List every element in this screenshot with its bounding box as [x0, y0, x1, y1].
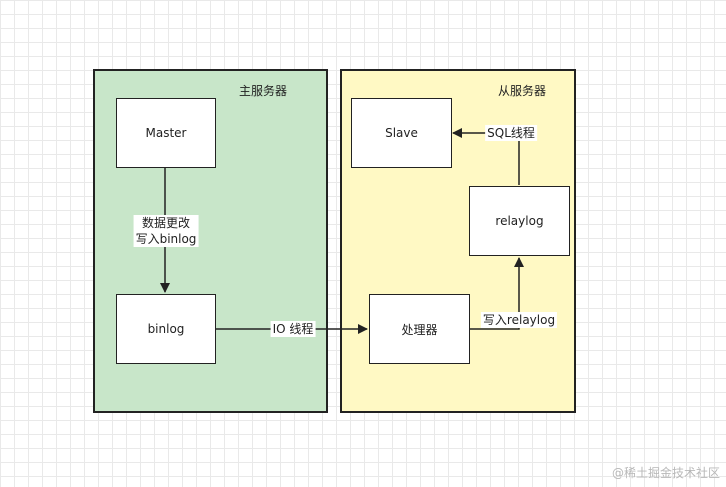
edge-label-line-2: 写入binlog [135, 232, 197, 246]
edge-label-master-to-binlog: 数据更改 写入binlog [133, 215, 199, 247]
edge-processor-to-relaylog [470, 257, 524, 330]
relaylog-node: relaylog [469, 186, 570, 256]
slave-server-title: 从服务器 [498, 84, 547, 98]
master-server-title: 主服务器 [239, 84, 288, 98]
edge-label-write-relaylog: 写入relaylog [480, 312, 558, 328]
slave-node: Slave [351, 98, 452, 168]
edge-label-io-thread: IO 线程 [270, 321, 316, 337]
watermark-text: @稀土掘金技术社区 [611, 466, 720, 480]
edge-label-line-1: 数据更改 [141, 216, 191, 230]
master-node: Master [116, 98, 216, 168]
binlog-node: binlog [116, 294, 216, 364]
edge-label-sql-thread: SQL线程 [485, 125, 537, 141]
processor-node: 处理器 [369, 294, 470, 364]
